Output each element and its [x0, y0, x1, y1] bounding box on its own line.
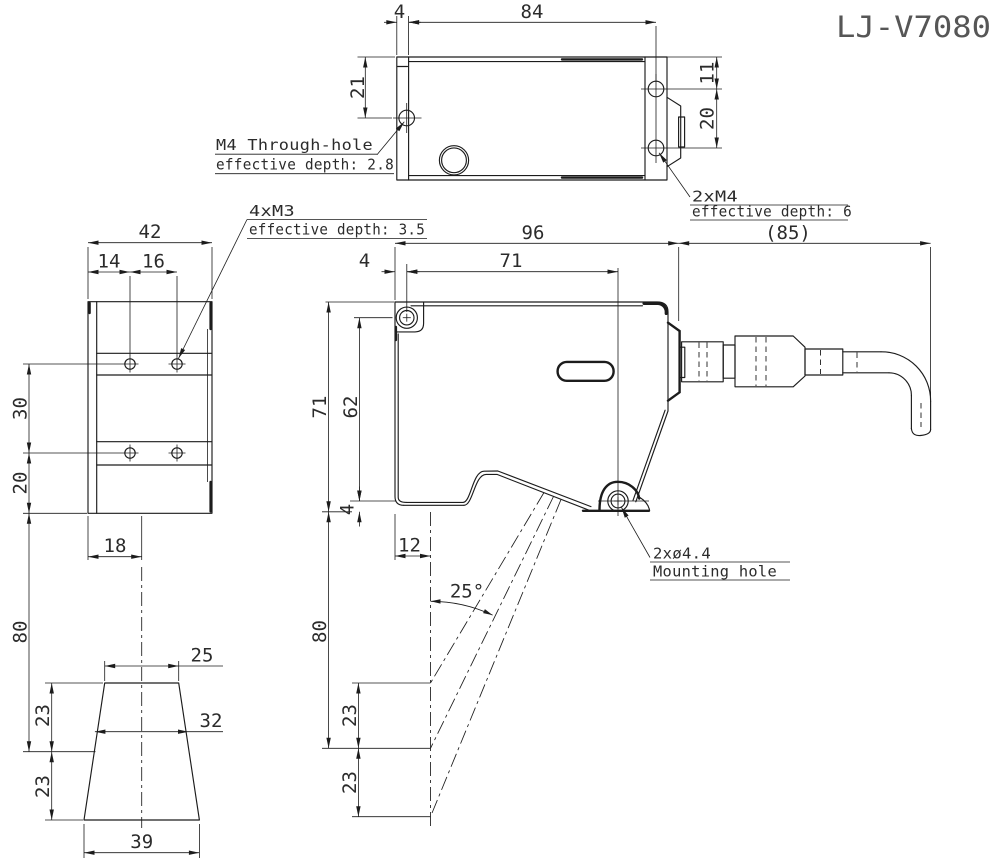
indicator-slot [556, 360, 615, 382]
mounting-hole-callout: 2xø4.4 Mounting hole [621, 507, 790, 581]
m4-through-hole-callout: M4 Through-hole effective depth: 2.8 [215, 121, 405, 175]
dim-4-side-bottom: 4 [337, 504, 359, 515]
dim-71-top: 71 [500, 250, 523, 272]
dim-84: 84 [521, 1, 544, 23]
side-view-mounting-hole [598, 490, 649, 512]
dim-11: 11 [697, 62, 719, 85]
2xm4-label: 2xM4 [692, 188, 738, 206]
top-view: 4 84 21 11 20 M4 Through-hole effective … [215, 1, 852, 221]
dim-14: 14 [98, 251, 121, 273]
dim-62: 62 [340, 396, 362, 419]
dim-23-upper-side: 23 [339, 704, 361, 727]
front-view-m3-holes [121, 355, 186, 462]
dim-32: 32 [200, 710, 223, 732]
dim-16: 16 [142, 251, 165, 273]
mounting-hole-size-label: 2xø4.4 [653, 545, 711, 563]
dim-20-front-view: 20 [10, 472, 32, 495]
front-view-outline [87, 301, 213, 514]
top-view-dimensions: 4 84 21 11 20 [347, 1, 722, 148]
dim-angle-25: 25° [450, 581, 484, 603]
dim-96: 96 [522, 222, 545, 244]
m4-through-hole-label: M4 Through-hole [216, 136, 373, 154]
top-view-outline [396, 56, 686, 181]
cable-assembly [666, 321, 932, 437]
dim-23-lower-side: 23 [339, 771, 361, 794]
dim-30: 30 [10, 397, 32, 420]
4xm3-depth-label: effective depth: 3.5 [249, 221, 425, 239]
front-view-dimensions: 42 14 16 30 20 80 18 25 [10, 221, 223, 858]
dim-85-ref: (85) [765, 222, 811, 244]
side-view: 96 (85) 4 71 71 62 4 80 [309, 222, 932, 828]
top-view-screw-holes [393, 74, 722, 163]
dim-42: 42 [139, 221, 162, 243]
laser-beam-axes [430, 492, 562, 828]
dim-80-front-view: 80 [10, 621, 32, 644]
model-title: LJ-V7080 [836, 10, 991, 44]
dim-23-lower-front: 23 [32, 775, 54, 798]
dim-4-side-top: 4 [359, 250, 370, 272]
4xm3-callout: 4xM3 effective depth: 3.5 [178, 202, 427, 359]
2xm4-callout: 2xM4 effective depth: 6 [658, 152, 852, 221]
dim-18: 18 [104, 535, 127, 557]
side-view-top-left-screw [394, 301, 425, 333]
dim-23-upper-front: 23 [32, 704, 54, 727]
dim-25-front-view: 25 [191, 645, 214, 667]
4xm3-label: 4xM3 [249, 202, 295, 220]
dim-20-top-view: 20 [697, 107, 719, 130]
side-view-body-outline [394, 301, 669, 512]
dim-71-left: 71 [309, 396, 331, 419]
dim-4-top-view: 4 [394, 1, 405, 23]
dim-39: 39 [130, 831, 153, 853]
mounting-hole-label: Mounting hole [653, 563, 777, 581]
dim-80-side: 80 [309, 620, 331, 643]
dim-21: 21 [347, 76, 369, 99]
dim-12: 12 [398, 535, 421, 557]
m4-depth-label: effective depth: 2.8 [216, 156, 394, 174]
side-view-dimensions: 96 (85) 4 71 71 62 4 80 [309, 222, 931, 818]
front-view-beam-projection [83, 567, 200, 828]
2xm4-depth-label: effective depth: 6 [692, 203, 852, 221]
front-view: 42 14 16 30 20 80 18 25 [10, 202, 427, 858]
